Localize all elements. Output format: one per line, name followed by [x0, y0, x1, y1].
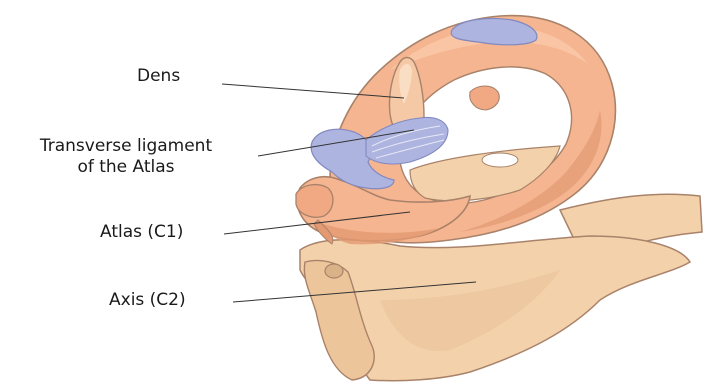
axis-foramen — [325, 264, 343, 278]
label-axis: Axis (C2) — [109, 290, 186, 311]
label-transverse-ligament-line1: Transverse ligament — [10, 136, 242, 157]
label-atlas: Atlas (C1) — [100, 222, 183, 243]
label-transverse-ligament-line2: of the Atlas — [10, 157, 242, 178]
atlas-anterior-tubercle — [296, 185, 333, 218]
label-transverse-ligament: Transverse ligament of the Atlas — [10, 136, 242, 178]
axis-spinous-hole — [482, 153, 518, 167]
label-dens: Dens — [137, 66, 180, 87]
